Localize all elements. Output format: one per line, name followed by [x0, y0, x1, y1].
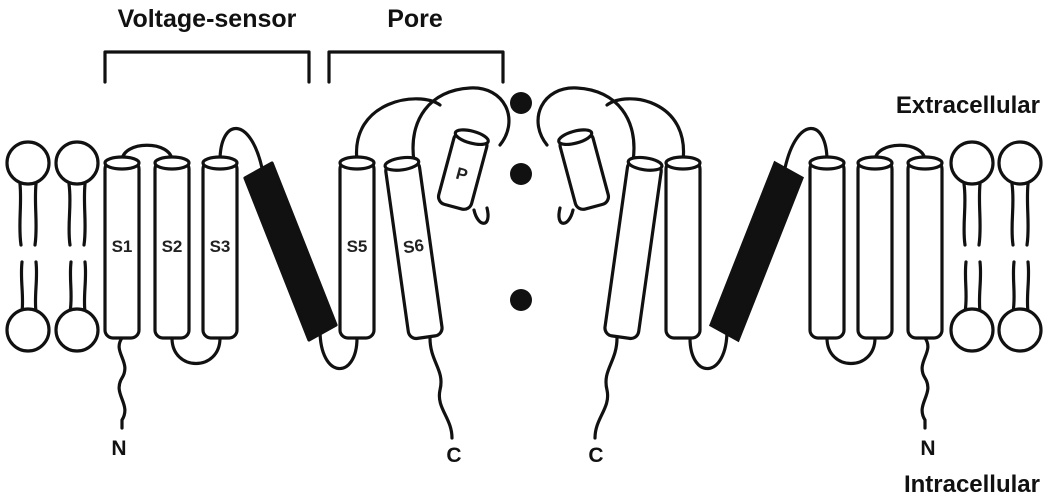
segment-s5-label: S5 [347, 237, 368, 256]
lipid-molecule [999, 142, 1041, 351]
segment-s3-label: S3 [210, 237, 231, 256]
right-channel-subunit [538, 88, 942, 438]
segment-s5: S5 [340, 157, 374, 338]
loop-s5-p [607, 99, 684, 161]
left-n-terminus-label: N [111, 437, 126, 460]
pore-ions [510, 92, 532, 311]
segment-s5 [666, 157, 700, 338]
lipid-molecule [951, 142, 993, 351]
p-loop-helix [557, 127, 610, 211]
segment-s4-voltage-sensor [245, 163, 336, 340]
segment-s1 [908, 157, 942, 338]
n-terminus-tail [119, 338, 125, 428]
voltage-sensor-label: Voltage-sensor [118, 5, 297, 33]
segment-s1: S1 [105, 157, 139, 338]
segment-s1-label: S1 [112, 237, 133, 256]
voltage-sensor-bracket [105, 52, 309, 82]
pore-label: Pore [387, 5, 443, 33]
c-terminus-tail [595, 338, 617, 438]
ion [510, 289, 532, 311]
segment-s4-voltage-sensor [711, 163, 802, 340]
lipid-bilayer-right [951, 142, 1041, 351]
loop-s2-s3 [172, 338, 220, 364]
right-n-terminus-label: N [920, 437, 935, 460]
loop-p-return [559, 208, 573, 223]
ion [510, 163, 532, 185]
ion [510, 92, 532, 114]
lipid-molecule [56, 142, 98, 351]
p-loop-helix: P [437, 127, 490, 211]
c-terminus-tail [430, 338, 452, 438]
lipid-molecule [7, 142, 49, 351]
lipid-bilayer-left [7, 142, 98, 351]
left-channel-subunit: S1 S2 S3 S5 S6 [105, 88, 509, 438]
segment-s6-label: S6 [402, 236, 425, 258]
loop-p-return [474, 208, 488, 223]
loop-s2-s3 [827, 338, 875, 364]
segment-s3 [810, 157, 844, 338]
segment-s6: S6 [384, 156, 443, 340]
right-c-terminus-label: C [588, 444, 603, 467]
n-terminus-tail [922, 338, 928, 428]
left-c-terminus-label: C [446, 444, 461, 467]
pore-bracket [329, 52, 503, 82]
segment-s6 [604, 156, 663, 340]
intracellular-label: Intracellular [904, 471, 1040, 498]
extracellular-label: Extracellular [896, 92, 1040, 119]
segment-s3: S3 [203, 157, 237, 338]
segment-s2: S2 [155, 157, 189, 338]
segment-s2 [858, 157, 892, 338]
segment-s2-label: S2 [162, 237, 183, 256]
